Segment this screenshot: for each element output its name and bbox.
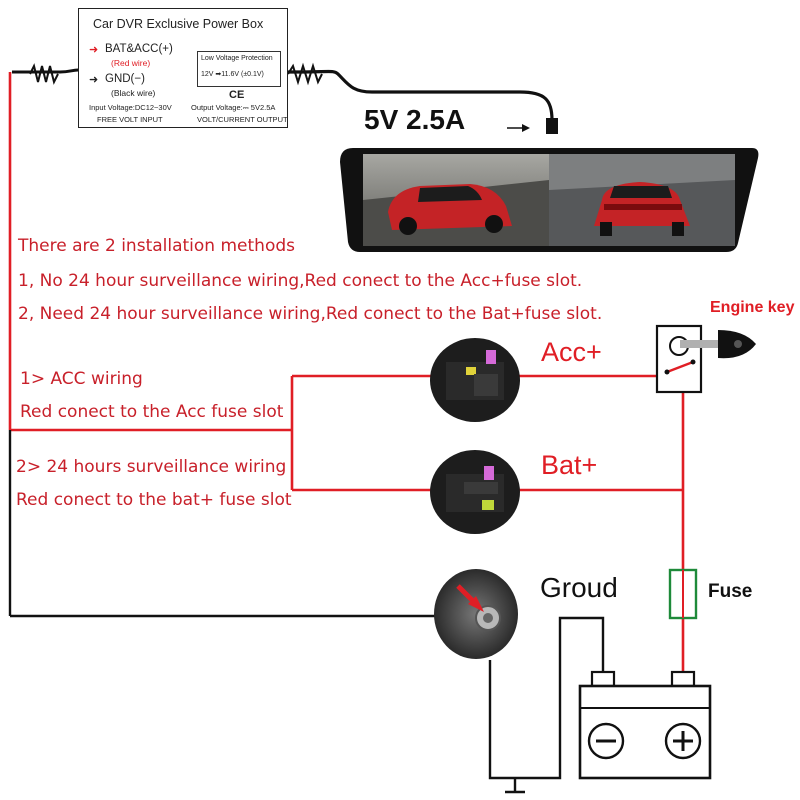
bat-wiring-title: 2> 24 hours surveillance wiring	[16, 457, 287, 477]
mirror-dvr	[340, 148, 759, 252]
ground-photo	[434, 569, 518, 659]
engine-key	[680, 330, 756, 359]
instructions-heading: There are 2 installation methods	[18, 236, 295, 256]
acc-fuse-photo	[430, 338, 520, 422]
output-arrow	[507, 124, 530, 132]
bat-acc-arrow-icon: ➜	[89, 44, 99, 56]
lvp-title: Low Voltage Protection	[201, 55, 273, 62]
power-box: Car DVR Exclusive Power Box ➜ BAT&ACC(+)…	[78, 8, 288, 128]
acc-wiring-desc: Red conect to the Acc fuse slot	[20, 402, 284, 422]
ground-label: Groud	[540, 572, 618, 603]
bat-fuse-photo	[430, 450, 520, 534]
output-spec: 5V 2.5A	[364, 104, 466, 135]
input-voltage: Input Voltage:DC12~30V	[89, 103, 172, 112]
input-sub: FREE VOLT INPUT	[97, 115, 163, 124]
fuse-label: Fuse	[708, 581, 753, 602]
bat-wiring-desc: Red conect to the bat+ fuse slot	[16, 490, 292, 510]
acc-label: Acc+	[541, 337, 602, 367]
fuse-symbol	[668, 568, 698, 620]
black-wire	[8, 430, 605, 794]
car-front-view	[388, 184, 512, 235]
low-voltage-protection-box: Low Voltage Protection 12V ➡11.6V (±0.1V…	[197, 51, 281, 87]
bat-acc-sub: (Red wire)	[111, 58, 151, 68]
output-sub: VOLT/CURRENT OUTPUT	[197, 115, 288, 124]
ce-mark: CE	[229, 89, 245, 101]
bat-acc-label: BAT&ACC(+)	[105, 43, 173, 55]
dvr-cable	[12, 62, 558, 134]
gnd-arrow-icon: ➜	[89, 74, 99, 86]
lvp-value: 12V ➡11.6V (±0.1V)	[201, 71, 264, 78]
engine-key-label: Engine key	[710, 299, 795, 316]
instructions-method-2: 2, Need 24 hour surveillance wiring,Red …	[18, 304, 603, 324]
gnd-label: GND(−)	[105, 73, 145, 85]
instructions-method-1: 1, No 24 hour surveillance wiring,Red co…	[18, 271, 583, 291]
bat-label: Bat+	[541, 450, 598, 480]
gnd-sub: (Black wire)	[111, 88, 156, 98]
power-box-title: Car DVR Exclusive Power Box	[93, 17, 264, 31]
ignition-switch	[655, 324, 703, 394]
output-voltage: Output Voltage:⎓ 5V2.5A	[191, 103, 276, 112]
car-rear-view	[594, 182, 690, 236]
red-wire	[8, 72, 685, 678]
battery	[578, 670, 712, 780]
acc-wiring-title: 1> ACC wiring	[20, 369, 143, 389]
